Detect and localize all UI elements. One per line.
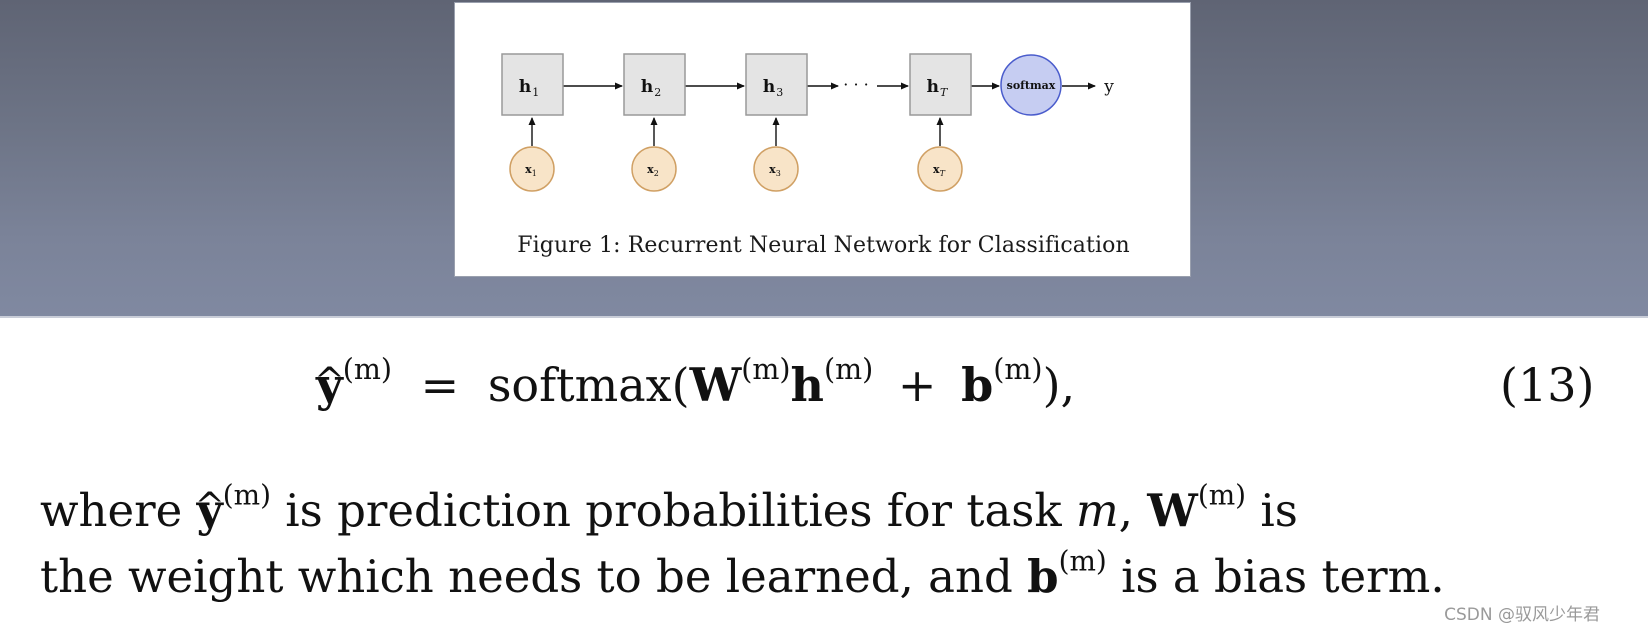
equation-number: (13) bbox=[1500, 358, 1595, 412]
paragraph-W: W bbox=[1147, 484, 1198, 537]
svg-text:x3: x3 bbox=[769, 163, 781, 178]
hidden-box-h2: h2 bbox=[623, 53, 686, 116]
equation-13: ^y(m) = softmax(W(m)h(m) + b(m)), (13) bbox=[0, 345, 1648, 435]
svg-text:xT: xT bbox=[933, 163, 946, 178]
figure-card: · · · y h1 h2 h3 bbox=[454, 2, 1191, 277]
output-y: y bbox=[1103, 77, 1114, 97]
equation-b: b bbox=[961, 358, 994, 412]
watermark: CSDN @驭风少年君 bbox=[1444, 605, 1600, 625]
equation-W-superscript: (m) bbox=[741, 352, 791, 386]
svg-text:h2: h2 bbox=[641, 77, 661, 99]
svg-text:h1: h1 bbox=[519, 77, 539, 99]
ellipsis: · · · bbox=[843, 75, 868, 94]
paragraph-line-2: the weight which needs to be learned, an… bbox=[40, 544, 1445, 603]
equation-h: h bbox=[790, 358, 824, 412]
equation-equals: = bbox=[420, 358, 460, 412]
equation-body: ^y(m) = softmax(W(m)h(m) + b(m)), bbox=[313, 345, 1076, 425]
equation-y-hat: ^y bbox=[313, 358, 345, 412]
paragraph-y-hat: ^y bbox=[194, 484, 225, 537]
svg-text:x2: x2 bbox=[647, 163, 659, 178]
equation-softmax: softmax( bbox=[487, 358, 690, 412]
paragraph: where ^y(m) is prediction probabilities … bbox=[40, 478, 1615, 610]
rnn-diagram: · · · y h1 h2 h3 bbox=[501, 53, 1114, 192]
equation-close: ), bbox=[1042, 358, 1076, 412]
svg-text:h3: h3 bbox=[763, 77, 783, 99]
svg-text:hT: hT bbox=[927, 77, 949, 99]
softmax-node: softmax bbox=[1000, 54, 1062, 116]
input-node-x1: x1 bbox=[509, 146, 555, 192]
equation-plus: + bbox=[897, 358, 937, 412]
equation-y-superscript: (m) bbox=[342, 352, 393, 386]
input-node-x2: x2 bbox=[631, 146, 677, 192]
figure-caption: Figure 1: Recurrent Neural Network for C… bbox=[517, 233, 1130, 258]
equation-W: W bbox=[689, 358, 742, 412]
paragraph-b: b bbox=[1027, 550, 1059, 603]
svg-text:softmax: softmax bbox=[1007, 79, 1056, 92]
paragraph-line-1: where ^y(m) is prediction probabilities … bbox=[40, 478, 1615, 544]
hidden-box-h1: h1 bbox=[501, 53, 564, 116]
paragraph-m: m bbox=[1075, 484, 1119, 537]
input-node-xT: xT bbox=[917, 146, 963, 192]
section-divider bbox=[0, 316, 1648, 318]
equation-h-superscript: (m) bbox=[824, 352, 874, 386]
hidden-box-h3: h3 bbox=[745, 53, 808, 116]
equation-b-superscript: (m) bbox=[993, 352, 1043, 386]
input-node-x3: x3 bbox=[753, 146, 799, 192]
hidden-box-hT: hT bbox=[909, 53, 972, 116]
svg-text:x1: x1 bbox=[525, 163, 537, 178]
